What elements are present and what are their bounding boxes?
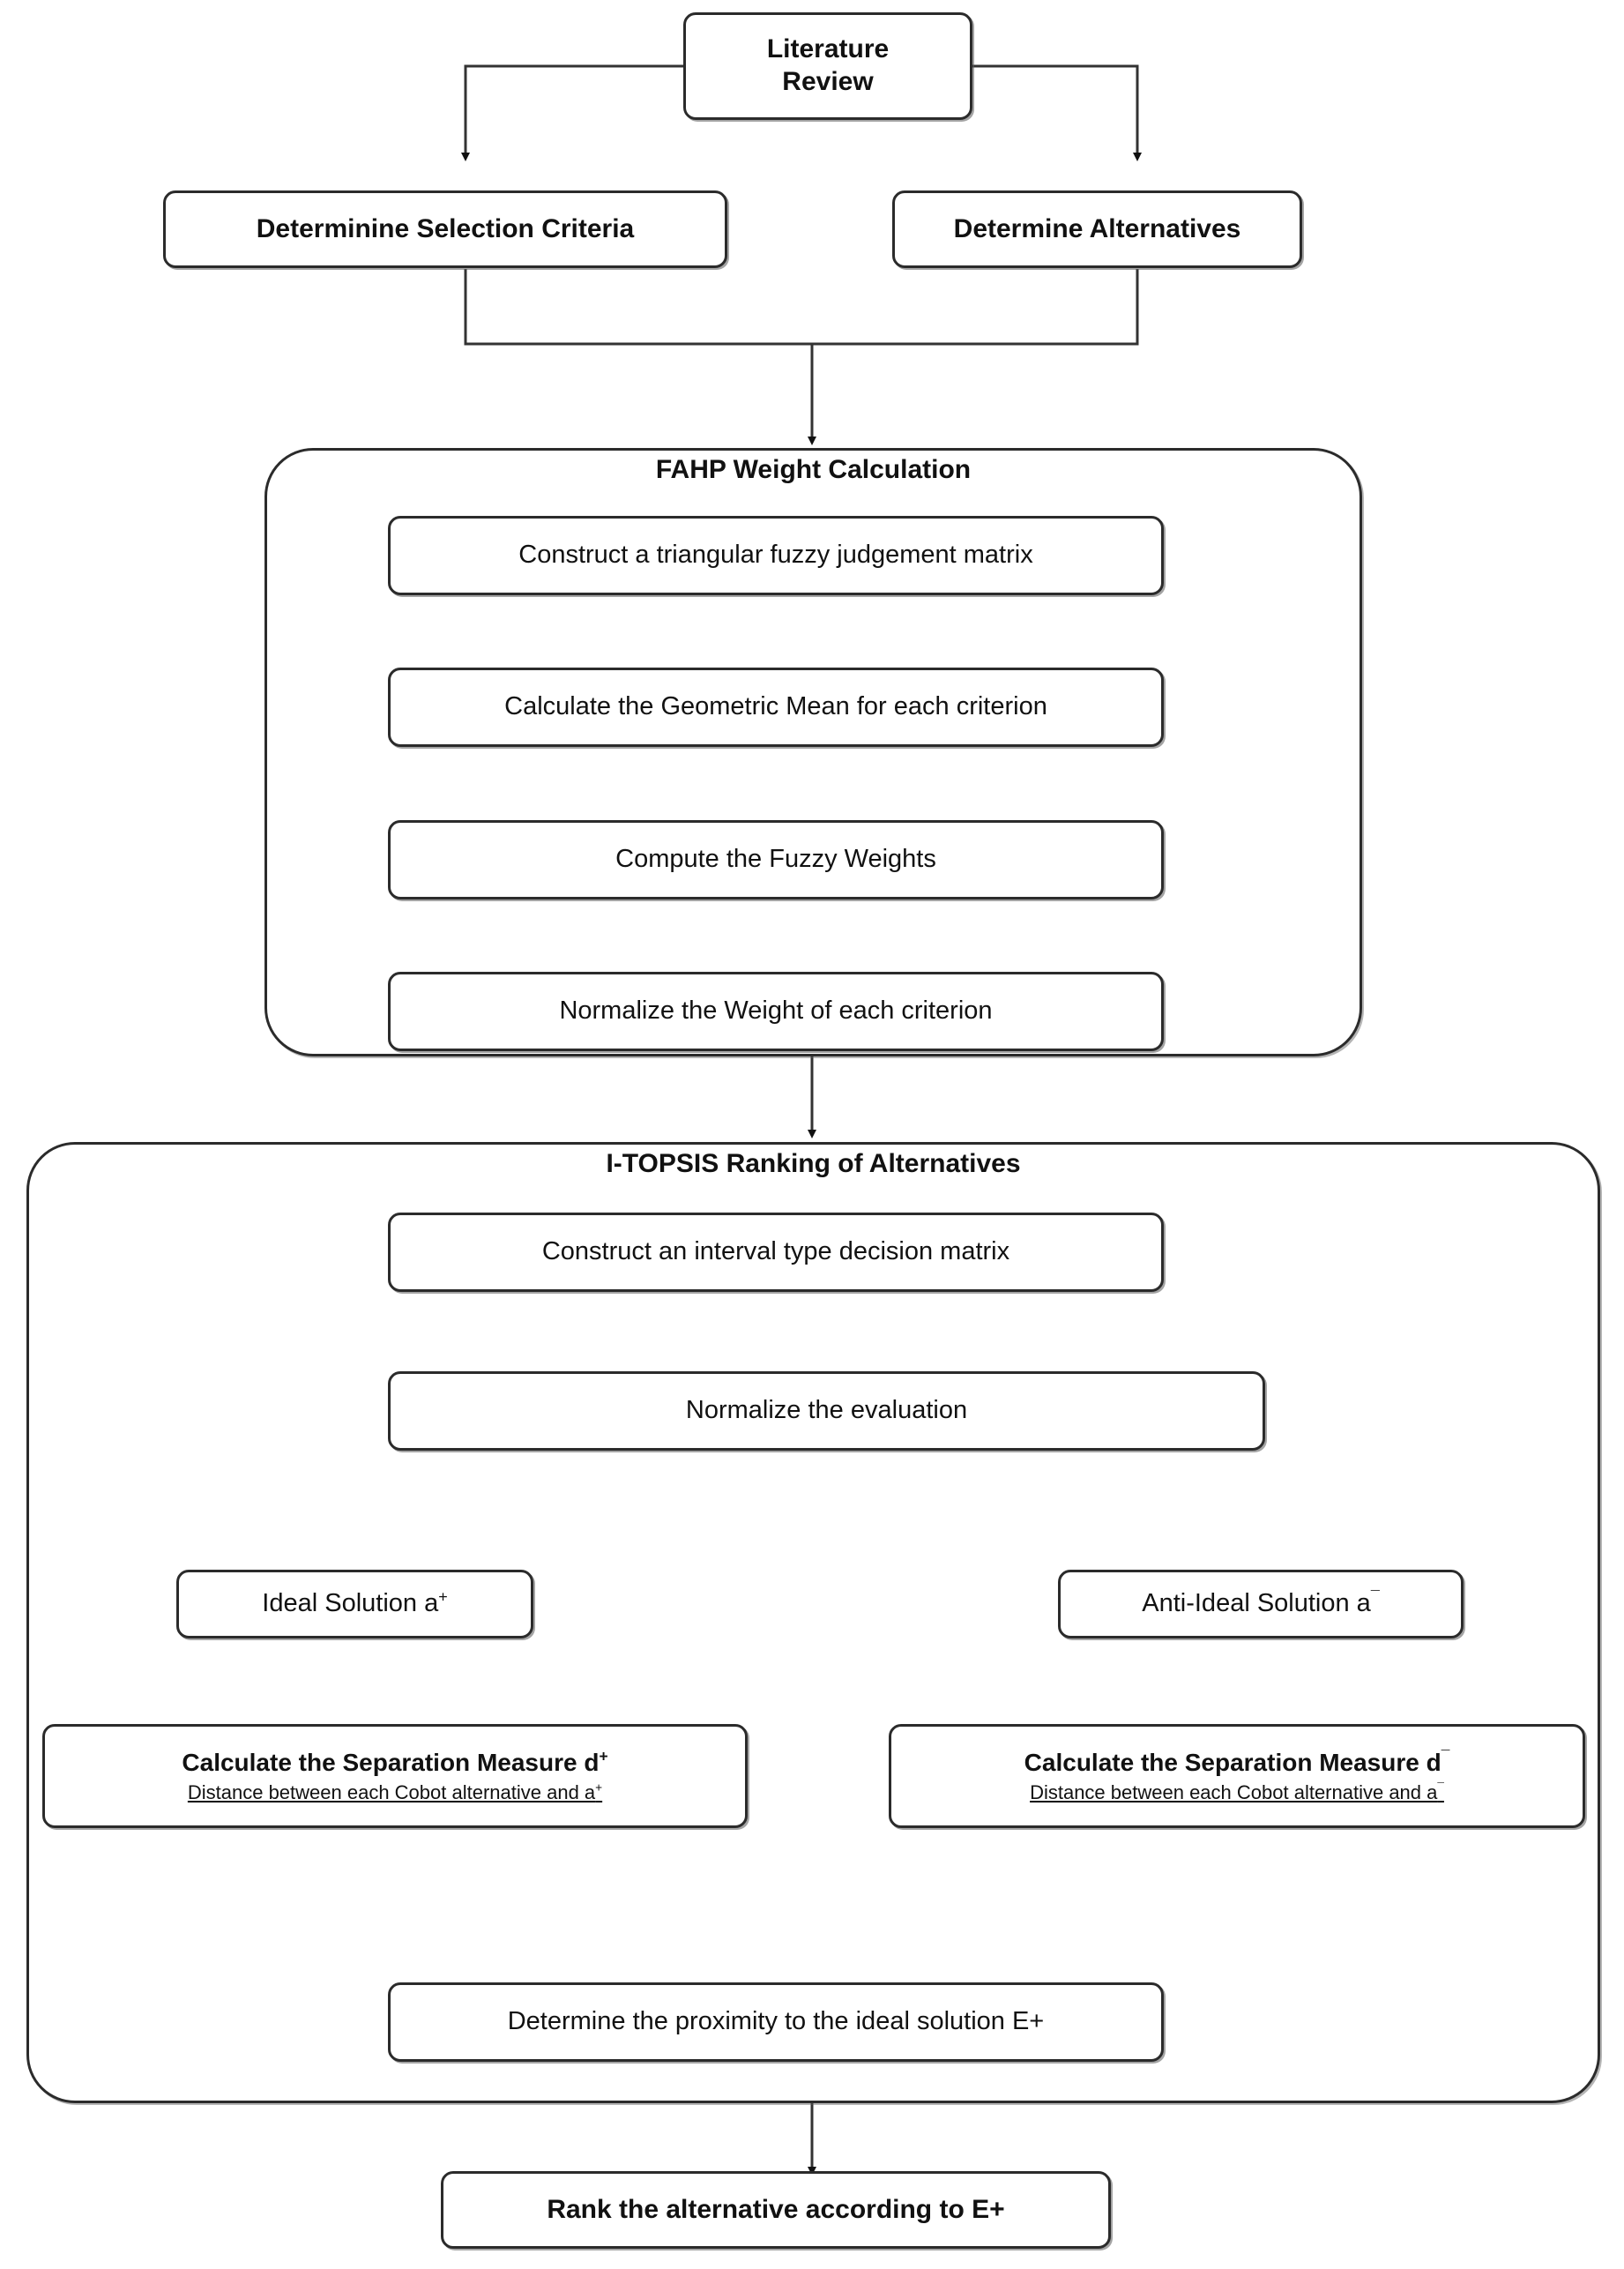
edge-merge-bus bbox=[464, 269, 1139, 346]
separation-plus-sub-superscript: + bbox=[595, 1780, 603, 1795]
anti-ideal-solution-label: Anti-Ideal Solution a¯ bbox=[1142, 1587, 1380, 1618]
node-determine-selection-criteria[interactable]: Determinine Selection Criteria bbox=[163, 190, 727, 268]
rank-alternative-label: Rank the alternative according to E+ bbox=[547, 2194, 1005, 2224]
node-separation-measure-plus[interactable]: Calculate the Separation Measure d+ Dist… bbox=[42, 1724, 748, 1828]
node-fahp-step-2[interactable]: Calculate the Geometric Mean for each cr… bbox=[388, 668, 1164, 747]
node-ideal-solution[interactable]: Ideal Solution a+ bbox=[176, 1570, 533, 1638]
fahp-step-4-label: Normalize the Weight of each criterion bbox=[559, 996, 993, 1026]
fahp-step-2-label: Calculate the Geometric Mean for each cr… bbox=[504, 692, 1047, 721]
anti-ideal-solution-superscript: ¯ bbox=[1370, 1587, 1380, 1606]
separation-minus-sub-superscript: ¯ bbox=[1437, 1780, 1444, 1795]
topsis-step-1-label: Construct an interval type decision matr… bbox=[541, 1237, 1010, 1266]
separation-plus-superscript: + bbox=[599, 1747, 608, 1765]
determine-criteria-label: Determinine Selection Criteria bbox=[256, 213, 635, 243]
separation-minus-superscript: ¯ bbox=[1441, 1747, 1450, 1765]
edge-lit-to-alternatives bbox=[972, 64, 1142, 161]
ideal-solution-superscript: + bbox=[438, 1587, 448, 1606]
determine-alternatives-label: Determine Alternatives bbox=[953, 213, 1241, 243]
literature-review-line1: Literature bbox=[766, 34, 890, 64]
topsis-group-title: I-TOPSIS Ranking of Alternatives bbox=[606, 1149, 1021, 1178]
fahp-group-title: FAHP Weight Calculation bbox=[655, 455, 972, 484]
ideal-solution-label: Ideal Solution a+ bbox=[262, 1587, 448, 1618]
fahp-step-1-label: Construct a triangular fuzzy judgement m… bbox=[518, 541, 1033, 570]
separation-plus-title: Calculate the Separation Measure d+ bbox=[182, 1747, 608, 1776]
separation-minus-subtitle: Distance between each Cobot alternative … bbox=[1030, 1780, 1444, 1803]
edge-lit-to-criteria bbox=[461, 64, 683, 161]
node-determine-proximity[interactable]: Determine the proximity to the ideal sol… bbox=[388, 1982, 1164, 2062]
node-fahp-step-1[interactable]: Construct a triangular fuzzy judgement m… bbox=[388, 516, 1164, 595]
literature-review-line2: Review bbox=[782, 67, 874, 96]
node-normalize-evaluation[interactable]: Normalize the evaluation bbox=[388, 1371, 1265, 1451]
node-determine-alternatives[interactable]: Determine Alternatives bbox=[892, 190, 1302, 268]
fahp-step-3-label: Compute the Fuzzy Weights bbox=[615, 845, 936, 874]
node-literature-review[interactable]: Literature Review bbox=[683, 12, 972, 120]
node-topsis-step-1[interactable]: Construct an interval type decision matr… bbox=[388, 1213, 1164, 1292]
determine-proximity-label: Determine the proximity to the ideal sol… bbox=[507, 2007, 1045, 2036]
node-fahp-step-4[interactable]: Normalize the Weight of each criterion bbox=[388, 972, 1164, 1051]
node-separation-measure-minus[interactable]: Calculate the Separation Measure d¯ Dist… bbox=[889, 1724, 1585, 1828]
node-fahp-step-3[interactable]: Compute the Fuzzy Weights bbox=[388, 820, 1164, 899]
node-rank-alternative[interactable]: Rank the alternative according to E+ bbox=[441, 2171, 1111, 2249]
normalize-evaluation-label: Normalize the evaluation bbox=[685, 1396, 968, 1425]
separation-plus-subtitle: Distance between each Cobot alternative … bbox=[187, 1780, 603, 1803]
node-anti-ideal-solution[interactable]: Anti-Ideal Solution a¯ bbox=[1058, 1570, 1464, 1638]
separation-minus-title: Calculate the Separation Measure d¯ bbox=[1024, 1747, 1450, 1776]
